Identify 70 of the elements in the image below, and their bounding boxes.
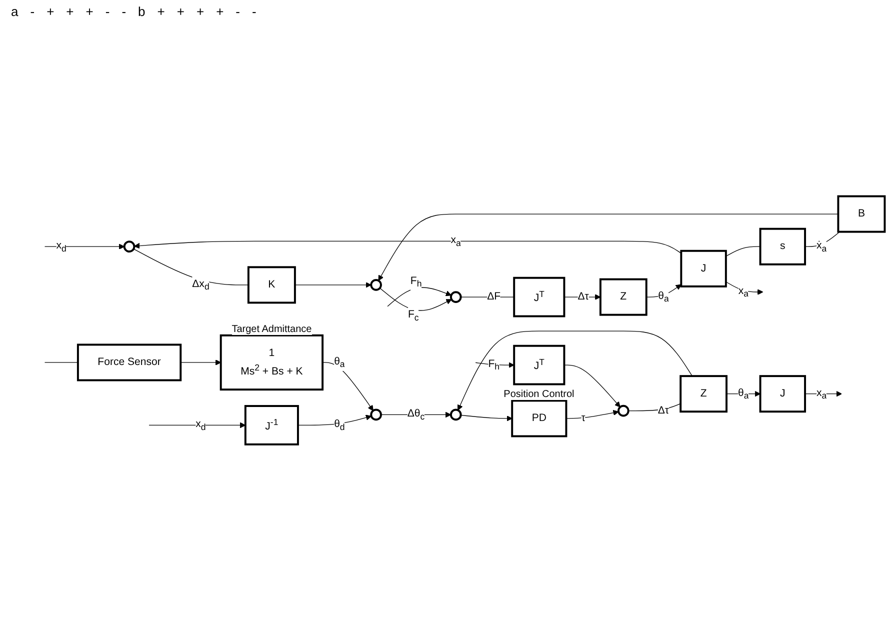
- connector: [133, 248, 249, 286]
- connector: [726, 246, 761, 257]
- sign-label: +: [215, 4, 225, 19]
- edge-label: Δτ: [658, 405, 670, 416]
- arrow: [148, 422, 246, 428]
- sign-label: -: [104, 4, 111, 19]
- edge-label: θ$_{a}$: [738, 387, 749, 401]
- connector: [44, 362, 78, 363]
- edge-label: x$_{d}$: [196, 418, 206, 432]
- arrow: [380, 288, 452, 311]
- block-caption: Target Admittance: [232, 324, 312, 335]
- edge-label: ΔF: [487, 291, 501, 302]
- sign-label: +: [46, 4, 56, 19]
- arrow: [298, 414, 372, 426]
- arrow: [322, 362, 374, 412]
- node-box: J: [759, 375, 806, 413]
- panel-letter: a: [10, 4, 20, 19]
- sign-label: +: [156, 4, 166, 19]
- node-box: Force Sensor: [76, 344, 182, 382]
- node-box: Z: [680, 375, 728, 413]
- node-box: PD: [511, 400, 568, 438]
- node-box: B: [837, 195, 886, 233]
- sign-label: +: [195, 4, 206, 19]
- arrow: [44, 244, 125, 250]
- edge-label: F$_{h}$: [488, 358, 500, 372]
- edge-label: F$_{h}$: [410, 275, 422, 289]
- sign-label: -: [234, 4, 241, 19]
- edge-label: Δθ$_{c}$: [407, 408, 425, 422]
- edge-label: θ$_{a}$: [658, 290, 669, 304]
- arrow: [294, 282, 372, 288]
- edge-label: ẋ$_{a}$: [816, 240, 827, 254]
- edge-label: θ$_{d}$: [334, 418, 345, 432]
- node-box: J: [680, 250, 727, 288]
- node-circle: [450, 408, 462, 421]
- node-circle: [450, 291, 462, 304]
- sign-label: -: [120, 4, 128, 19]
- node-circle: [123, 240, 136, 253]
- arrow: [566, 410, 619, 419]
- edge-label: x$_{d}$: [56, 240, 66, 254]
- sign-label: -: [251, 4, 258, 19]
- edge-label: x$_{a}$: [450, 234, 461, 248]
- sign-label: -: [29, 4, 36, 19]
- arrow: [134, 241, 682, 254]
- arrow: [564, 364, 620, 408]
- sign-label: +: [176, 4, 186, 19]
- edge-label: x$_{a}$: [816, 387, 827, 401]
- edge-label: Δx$_{d}$: [192, 278, 210, 292]
- edge-label: F$_{c}$: [408, 309, 419, 323]
- node-box: 1 Ms$^{2}$ + Bs + K: [220, 334, 324, 391]
- sign-label: +: [84, 4, 94, 19]
- node-circle: [617, 405, 630, 417]
- node-box: J$^{T}$: [513, 345, 566, 386]
- block-caption: Position Control: [504, 388, 574, 400]
- arrow: [460, 415, 512, 422]
- node-box: s: [759, 228, 806, 266]
- edge-label: θ$_{a}$: [334, 356, 345, 370]
- node-box: J$^{-1}$: [244, 405, 299, 446]
- node-box: K: [247, 266, 296, 304]
- arrow: [387, 287, 452, 307]
- edge-label: Δτ: [578, 291, 589, 302]
- node-box: Z: [599, 278, 648, 316]
- arrow: [378, 214, 839, 282]
- edge-label: τ: [581, 412, 586, 424]
- panel-letter: b: [137, 4, 146, 19]
- node-circle: [370, 408, 382, 421]
- arrow: [180, 360, 222, 366]
- node-box: J$^{T}$: [513, 277, 566, 318]
- node-circle: [370, 279, 382, 292]
- sign-label: +: [65, 4, 75, 19]
- edge-label: x$_{a}$: [738, 286, 748, 299]
